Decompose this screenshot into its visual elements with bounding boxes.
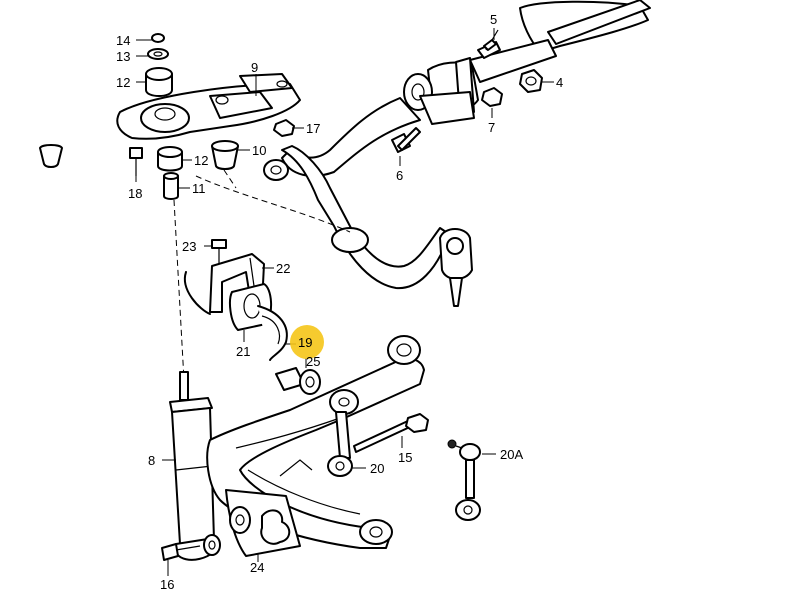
callout-12-bottom: 12	[194, 153, 208, 168]
callout-8: 8	[148, 453, 155, 468]
callout-20A: 20A	[500, 447, 523, 462]
callout-17: 17	[306, 121, 320, 136]
callout-10: 10	[252, 143, 266, 158]
stack-top	[145, 33, 173, 97]
callout-7: 7	[488, 120, 495, 135]
callout-12-top: 12	[116, 75, 130, 90]
nut-7	[481, 87, 503, 107]
shock-absorber-8	[169, 371, 221, 561]
bolt-16	[161, 543, 201, 561]
leader-lines	[135, 28, 554, 576]
callout-11: 11	[192, 181, 206, 196]
callout-13: 13	[116, 49, 130, 64]
mount-plate-9	[116, 73, 301, 140]
callout-23: 23	[182, 239, 196, 254]
bolt-5	[477, 29, 501, 59]
callout-6: 6	[396, 168, 403, 183]
bump-stop-10	[39, 140, 239, 170]
axis-line-diagonal	[195, 175, 351, 233]
plate-24	[225, 489, 301, 557]
link-20A	[447, 439, 481, 521]
drop-link-20	[327, 389, 359, 477]
callout-16: 16	[160, 577, 174, 591]
callout-18: 18	[128, 186, 142, 201]
callout-14: 14	[116, 33, 130, 48]
callout-22: 22	[276, 261, 290, 276]
callout-9: 9	[251, 60, 258, 75]
axis-line-bump	[223, 169, 237, 189]
nut-4	[519, 69, 543, 93]
callout-21: 21	[236, 344, 250, 359]
callout-24: 24	[250, 560, 264, 575]
callout-25: 25	[306, 354, 320, 369]
bolt-6	[391, 127, 421, 153]
anti-roll-bar-19	[183, 271, 288, 361]
callout-15: 15	[398, 450, 412, 465]
callout-labels: 14 13 12 9 17 10 12 11 18 5 4 7 6 23 22 …	[116, 12, 563, 591]
subframe	[263, 0, 651, 307]
bolt-15	[353, 413, 429, 453]
highlight-marker	[290, 325, 324, 359]
bush-25	[275, 367, 321, 395]
callout-19: 19	[298, 335, 312, 350]
axis-line-shock	[173, 199, 185, 381]
callout-5: 5	[490, 12, 497, 27]
callout-4: 4	[556, 75, 563, 90]
callout-20: 20	[370, 461, 384, 476]
nut-17	[273, 119, 295, 137]
